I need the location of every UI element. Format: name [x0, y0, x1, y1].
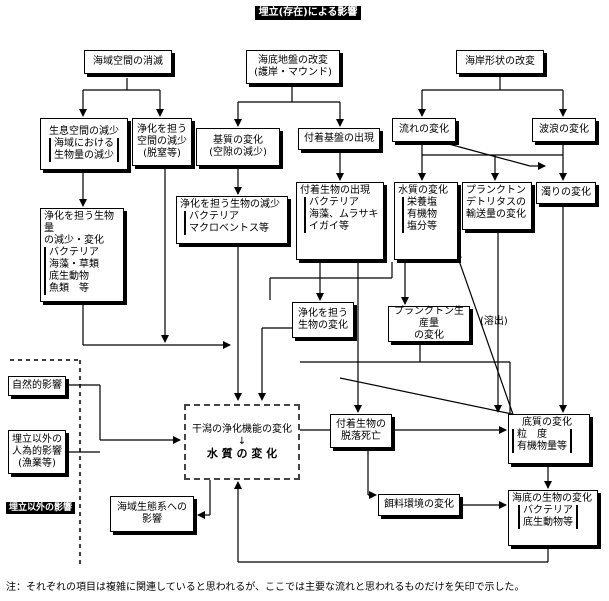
center-arrow-icon: ↓ [237, 436, 247, 447]
box-seabed-alteration-line2: (護岸・マウンド) [254, 67, 332, 78]
box-substrate-change-line1: 基質の変化 [213, 135, 263, 146]
box-current-change-label: 流れの変化 [399, 124, 449, 135]
box-turbidity-change: 濁りの変化 [536, 182, 596, 204]
box-plankton-transport: プランクトン デトリタスの 輸送量の変化 [462, 182, 532, 230]
ecosystem-line2: 影響 [142, 514, 162, 525]
purifier-item-bacteria: バクテリア [49, 247, 99, 258]
box-attached-organisms: 付着生物の出現 バクテリア 海藻、ムラサキ イガイ等 [296, 182, 384, 260]
box-food-environment-label: 餌料環境の変化 [384, 499, 454, 510]
box-purifier-biomass-line1: 浄化を担う生物量 [44, 211, 114, 234]
box-seabed-alteration-line1: 海底地盤の改変 [258, 55, 328, 66]
diagram-title: 埋立(存在)による影響 [255, 6, 361, 20]
center-line1: 干潟の浄化機能の変化 [192, 424, 292, 435]
box-attached-organisms-line1: 付着生物の出現 [300, 185, 370, 196]
box-purifier-organisms-line2: バクテリア [189, 211, 239, 222]
box-turbidity-label: 濁りの変化 [541, 187, 591, 198]
box-plankton-production-line1: プランクトン生産量 [394, 306, 464, 329]
attached-item-mussel: イガイ等 [309, 221, 349, 232]
box-human-influence: 埋立以外の 人為的影響 (漁業等) [8, 430, 66, 474]
box-attached-detach-line2: 脱落死亡 [341, 431, 381, 442]
box-attachment-base-label: 付着基盤の出現 [304, 133, 374, 144]
box-purifier-organisms-line3: マクロベントス等 [189, 223, 269, 234]
water-item-organics: 有機物 [407, 209, 437, 220]
center-line2: 水 質 の 変 化 [206, 447, 278, 460]
purifier-item-seaweed: 海藻・草類 [49, 259, 99, 270]
box-attachment-base: 付着基盤の出現 [298, 128, 380, 150]
human-influence-line2: 人為的影響 [12, 446, 62, 457]
water-item-salinity: 塩分等 [407, 221, 437, 232]
box-seabed-organisms: 海底の生物の変化 バクテリア 底生動物等 [508, 490, 598, 546]
box-coast-shape-alteration-label: 海岸形状の改変 [465, 56, 535, 67]
box-sediment-line2: 粒 度 [517, 429, 547, 440]
box-attached-detach: 付着生物の 脱落死亡 [330, 414, 392, 448]
box-sea-area-loss-label: 海域空間の消滅 [93, 56, 163, 67]
plankton-line3: 輸送量の変化 [466, 209, 526, 220]
box-water-quality-line1: 水質の変化 [398, 185, 448, 196]
elution-label: (溶出) [480, 316, 508, 327]
footnote: 注：それぞれの項目は複雑に関連していると思われるが、ここでは主要な流れと思われる… [6, 582, 525, 593]
box-purifier-biomass-line2: の減少・変化 [44, 235, 104, 246]
box-sediment-line1: 底質の変化 [522, 417, 572, 428]
box-habitat-decrease: 生息空間の減少 海域における生物量の減少 [40, 118, 128, 170]
box-food-environment: 餌料環境の変化 [378, 494, 460, 516]
purifier-item-fish: 魚類 等 [49, 283, 89, 294]
purifier-item-benthos: 底生動物 [49, 271, 89, 282]
box-coast-shape-alteration: 海岸形状の改変 [456, 50, 544, 74]
box-purifier-change-line1: 浄化を担う [298, 308, 348, 319]
box-purification-space-line1: 浄化を担う [137, 124, 187, 135]
box-water-quality-change: 水質の変化 栄養塩 有機物 塩分等 [394, 182, 458, 260]
box-habitat-decrease-line3: 生物量の減少 [54, 150, 114, 161]
box-seabed-organisms-line3: 底生動物等 [523, 517, 573, 528]
box-sea-area-loss: 海域空間の消滅 [84, 50, 172, 74]
box-substrate-change-line2: (空隙の減少) [209, 147, 267, 158]
water-item-nutrients: 栄養塩 [407, 197, 437, 208]
box-habitat-decrease-line1: 生息空間の減少 [49, 126, 119, 137]
box-current-change: 流れの変化 [392, 118, 456, 142]
attached-item-seaweed-mussel: 海藻、ムラサキ [309, 209, 379, 220]
box-natural-influence-label: 自然的影響 [12, 380, 62, 391]
box-purification-space-line2: 空間の減少 [137, 136, 187, 147]
box-sediment-line3: 有機物量等 [517, 441, 567, 452]
box-plankton-production: プランクトン生産量 の変化 [388, 306, 470, 342]
human-influence-line1: 埋立以外の [12, 434, 62, 445]
box-ecosystem-impact: 海域生態系への 影響 [110, 496, 194, 532]
human-influence-line3: (漁業等) [18, 458, 56, 469]
box-purification-space-line3: (脱窒等) [143, 148, 181, 159]
box-plankton-production-line2: の変化 [414, 330, 444, 341]
box-purifier-change: 浄化を担う 生物の変化 [292, 302, 354, 338]
box-seabed-organisms-line1: 海底の生物の変化 [512, 493, 592, 504]
non-reclamation-tag: 埋立以外の影響 [6, 502, 76, 514]
ecosystem-line1: 海域生態系への [117, 502, 187, 513]
attached-item-bacteria: バクテリア [309, 197, 359, 208]
box-wave-change-label: 波浪の変化 [539, 124, 589, 135]
box-purifier-organisms-line1: 浄化を担う生物の減少 [180, 199, 280, 210]
box-purifier-change-line2: 生物の変化 [298, 320, 348, 331]
box-substrate-change: 基質の変化 (空隙の減少) [196, 128, 280, 166]
box-purifier-organisms-decrease: 浄化を担う生物の減少 バクテリア マクロベントス等 [176, 196, 288, 244]
box-purification-space-decrease: 浄化を担う 空間の減少 (脱窒等) [132, 118, 192, 166]
box-seabed-alteration: 海底地盤の改変 (護岸・マウンド) [246, 50, 340, 84]
plankton-line2: デトリタスの [466, 197, 526, 208]
box-water-quality-result: 干潟の浄化機能の変化 ↓ 水 質 の 変 化 [184, 404, 300, 480]
box-natural-influence: 自然的影響 [8, 376, 66, 396]
box-seabed-organisms-line2: バクテリア [523, 505, 573, 516]
plankton-line1: プランクトン [466, 185, 526, 196]
box-habitat-decrease-line2: 海域における [54, 138, 114, 149]
box-purifier-biomass: 浄化を担う生物量 の減少・変化 バクテリア 海藻・草類 底生動物 魚類 等 [40, 208, 124, 302]
box-wave-change: 波浪の変化 [532, 118, 596, 142]
box-sediment-change: 底質の変化 粒 度 有機物量等 [508, 414, 590, 464]
box-attached-detach-line1: 付着生物の [336, 419, 386, 430]
